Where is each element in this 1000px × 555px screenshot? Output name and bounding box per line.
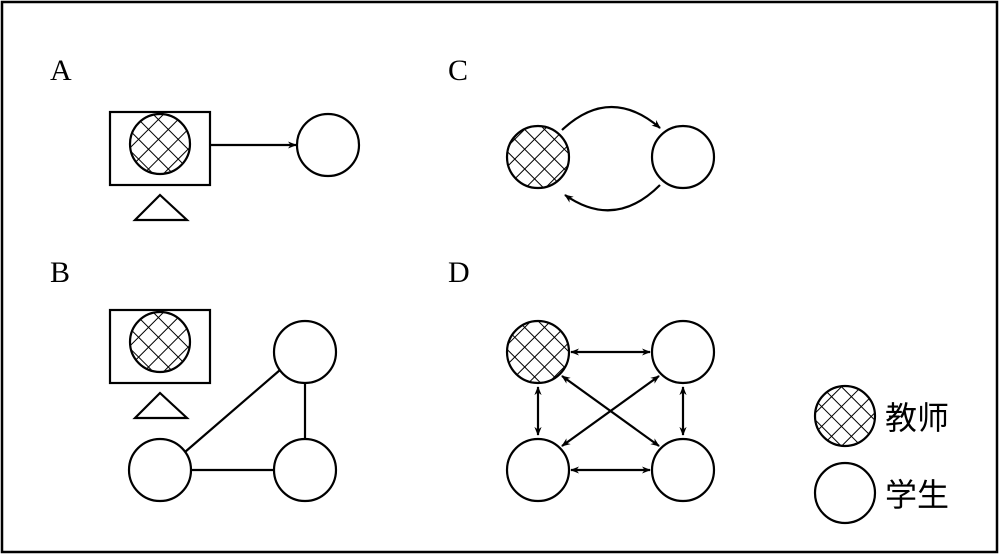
student-node <box>295 112 361 178</box>
legend-teacher-icon <box>813 384 877 448</box>
student-node <box>650 319 716 385</box>
arrow-teacher-to-student <box>561 105 661 131</box>
legend-teacher-label: 教师 <box>885 399 949 437</box>
legend-student-icon <box>813 461 877 525</box>
panel-b: B <box>50 256 338 503</box>
panel-b-label: B <box>50 256 70 289</box>
arrow-student-to-teacher <box>564 184 661 212</box>
teacher-node <box>128 310 192 374</box>
student-node <box>650 124 716 190</box>
student-node <box>272 437 338 503</box>
student-node <box>272 319 338 385</box>
student-node <box>650 437 716 503</box>
edge <box>184 369 281 453</box>
legend: 教师 学生 <box>813 384 949 525</box>
legend-student-label: 学生 <box>885 476 949 514</box>
panel-a: A <box>50 54 361 222</box>
teacher-node <box>128 112 192 176</box>
student-node <box>505 437 571 503</box>
monitor-stand-icon <box>132 193 190 222</box>
panel-c: C <box>448 54 716 212</box>
panel-a-label: A <box>50 54 72 87</box>
double-arrow <box>561 375 660 447</box>
student-node <box>127 437 193 503</box>
monitor-stand-icon <box>132 391 190 420</box>
teacher-node <box>505 124 571 190</box>
panel-c-label: C <box>448 54 468 87</box>
teacher-node <box>505 319 571 385</box>
panel-d-label: D <box>448 256 470 289</box>
panel-d: D <box>448 256 716 503</box>
